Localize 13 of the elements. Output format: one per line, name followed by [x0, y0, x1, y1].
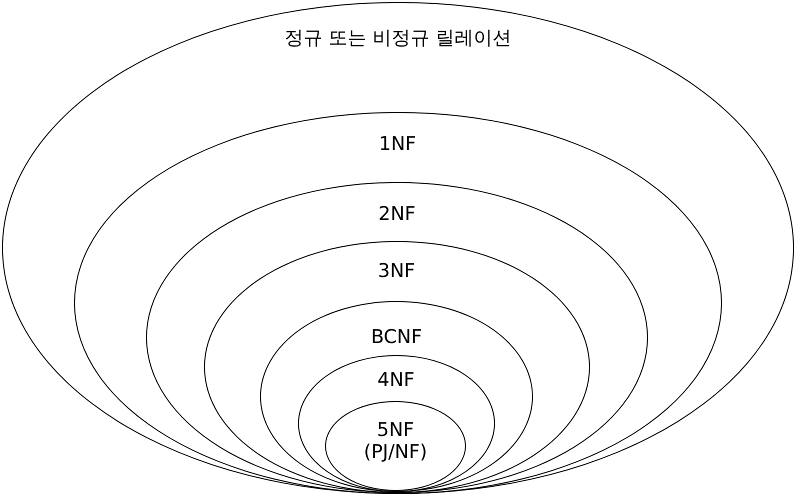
ellipse-label: 1NF [378, 133, 418, 155]
ellipse-label: BCNF [370, 326, 424, 348]
set-ellipse [260, 301, 533, 492]
ellipse-label: 정규 또는 비정규 릴레이션 [283, 26, 513, 48]
ellipse-label: 3NF [376, 260, 416, 282]
set-ellipse [298, 354, 494, 492]
ellipse-label: 4NF [376, 369, 416, 391]
ellipse-label: 5NF (PJ/NF) [362, 418, 428, 462]
ellipse-label: 2NF [377, 202, 417, 224]
set-ellipse [74, 112, 722, 494]
set-ellipse [204, 240, 590, 492]
set-ellipse [325, 401, 466, 491]
set-ellipse [146, 182, 648, 493]
